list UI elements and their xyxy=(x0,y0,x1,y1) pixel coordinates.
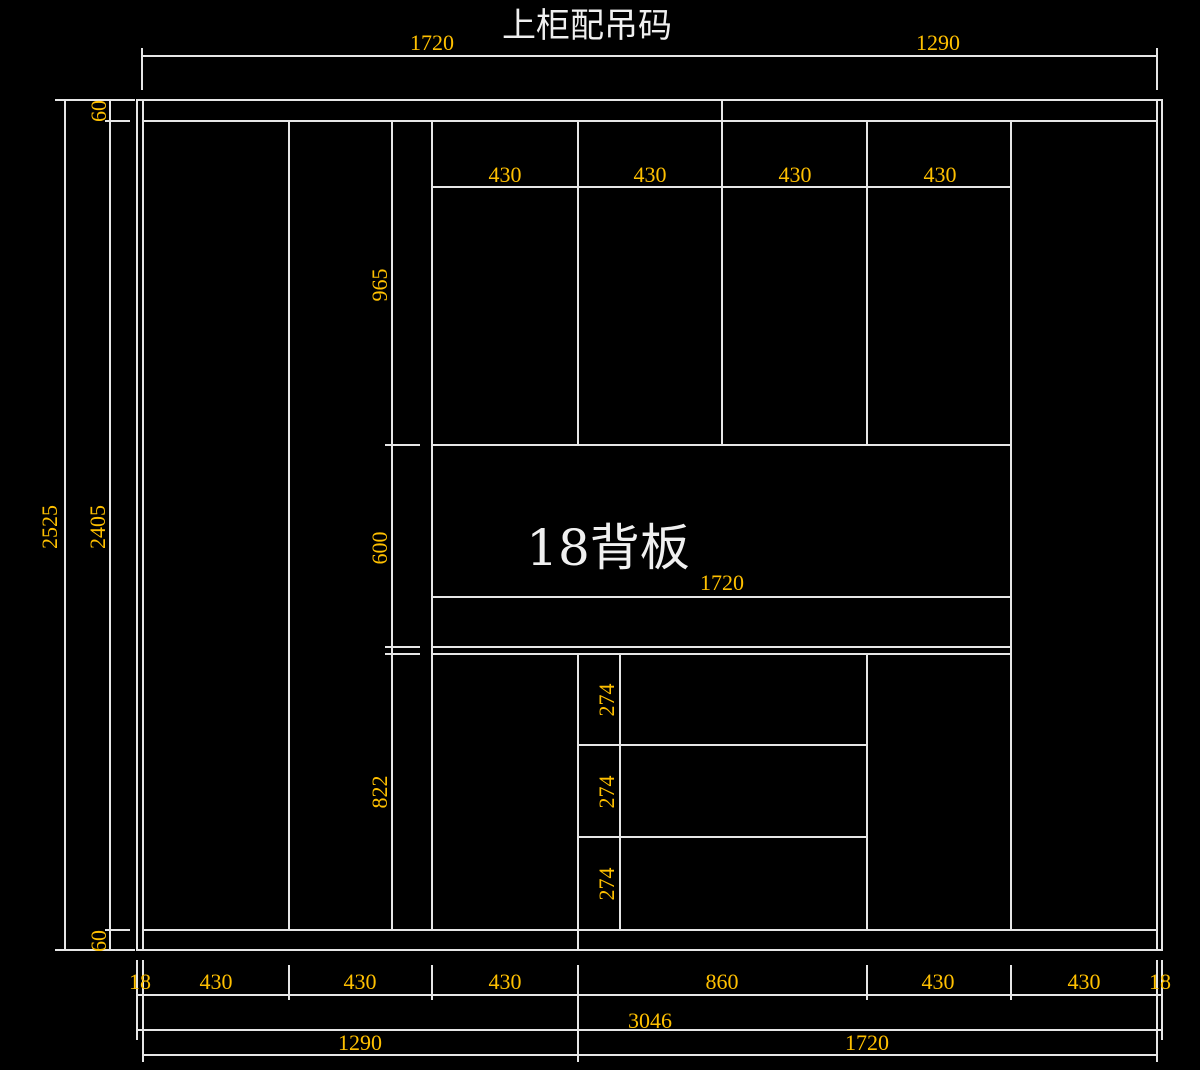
dim-upper-width: 430 xyxy=(634,162,667,187)
dim-drawer-height: 274 xyxy=(594,868,619,901)
dim-drawer-height: 274 xyxy=(594,684,619,717)
dimension-lines xyxy=(55,48,1163,1062)
dim-bottom-segment: 430 xyxy=(489,969,522,994)
dim-bottom-segment: 18 xyxy=(1149,969,1171,994)
dim-bottom-segment: 18 xyxy=(129,969,151,994)
cabinet-outline xyxy=(136,99,1163,951)
dim-top-left: 1720 xyxy=(410,30,454,55)
dim-upper-width: 430 xyxy=(779,162,812,187)
dim-bottom-segment: 430 xyxy=(200,969,233,994)
drawing-title: 上柜配吊码 xyxy=(502,6,672,46)
dim-bottom-panel: 60 xyxy=(86,930,111,952)
dim-bottom-left: 1290 xyxy=(338,1030,382,1055)
dim-upper-width: 430 xyxy=(924,162,957,187)
dim-top-panel: 60 xyxy=(86,100,111,122)
dim-bottom-segment: 430 xyxy=(344,969,377,994)
dim-middle-height: 600 xyxy=(367,532,392,565)
dim-lower-height: 822 xyxy=(367,776,392,809)
dim-top-right: 1290 xyxy=(916,30,960,55)
dim-upper-width: 430 xyxy=(489,162,522,187)
dim-overall-height: 2525 xyxy=(37,505,62,549)
dim-drawer-height: 274 xyxy=(594,776,619,809)
back-panel-label: 18背板 xyxy=(526,519,690,577)
dim-inner-height: 2405 xyxy=(85,505,110,549)
dim-bottom-right: 1720 xyxy=(845,1030,889,1055)
dim-total-width: 3046 xyxy=(628,1008,672,1033)
dim-upper-height: 965 xyxy=(367,269,392,302)
dim-middle-width: 1720 xyxy=(700,570,744,595)
dim-bottom-segment: 860 xyxy=(706,969,739,994)
dim-bottom-segment: 430 xyxy=(922,969,955,994)
dim-bottom-segment: 430 xyxy=(1068,969,1101,994)
